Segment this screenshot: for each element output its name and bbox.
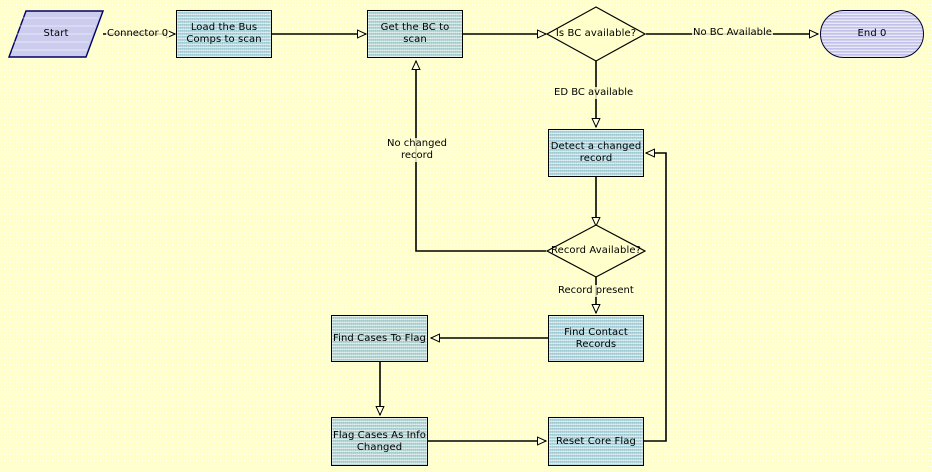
node-start-label: Start: [43, 28, 69, 39]
node-flag-cases-as-info-changed[interactable]: Flag Cases As Info Changed: [331, 417, 428, 466]
node-get-bc-label: Get the BC to scan: [380, 22, 450, 45]
node-load-bus-comps-label: Load the Bus Comps to scan: [186, 22, 262, 45]
node-end-0-label: End 0: [857, 28, 887, 39]
edge-reset-to-detect: [643, 153, 667, 442]
edge-label-no-bc-available: No BC Available: [692, 27, 773, 39]
node-start[interactable]: Start: [8, 10, 104, 58]
node-get-bc[interactable]: Get the BC to scan: [367, 10, 463, 58]
edge-label-record-present: Record present: [557, 285, 635, 297]
node-find-cases-to-flag-label: Find Cases To Flag: [332, 332, 427, 344]
edge-label-ed-bc-available: ED BC available: [553, 87, 635, 99]
node-is-bc-available-label: Is BC available?: [555, 28, 637, 39]
node-find-contact-records[interactable]: Find Contact Records: [548, 315, 644, 362]
node-reset-core-flag-label: Reset Core Flag: [556, 435, 636, 447]
parallelogram-shape: [8, 10, 104, 58]
node-record-available-label: Record Available?: [550, 245, 641, 256]
edge-label-no-changed-record: No changed record: [383, 138, 451, 162]
node-detect-changed-record-label: Detect a changed record: [550, 141, 642, 164]
node-load-bus-comps[interactable]: Load the Bus Comps to scan: [176, 10, 272, 58]
edge-label-connector-0: Connector 0: [106, 28, 170, 40]
node-record-available[interactable]: Record Available?: [546, 224, 646, 278]
diamond-shape: [546, 6, 646, 62]
node-flag-cases-as-info-changed-label: Flag Cases As Info Changed: [332, 429, 426, 453]
node-find-contact-records-label: Find Contact Records: [564, 326, 628, 350]
node-reset-core-flag[interactable]: Reset Core Flag: [548, 417, 644, 466]
node-end-0[interactable]: End 0: [820, 10, 924, 58]
node-find-cases-to-flag[interactable]: Find Cases To Flag: [331, 315, 428, 362]
node-is-bc-available[interactable]: Is BC available?: [546, 6, 646, 62]
diamond-shape: [546, 224, 646, 278]
node-detect-changed-record[interactable]: Detect a changed record: [548, 129, 644, 177]
